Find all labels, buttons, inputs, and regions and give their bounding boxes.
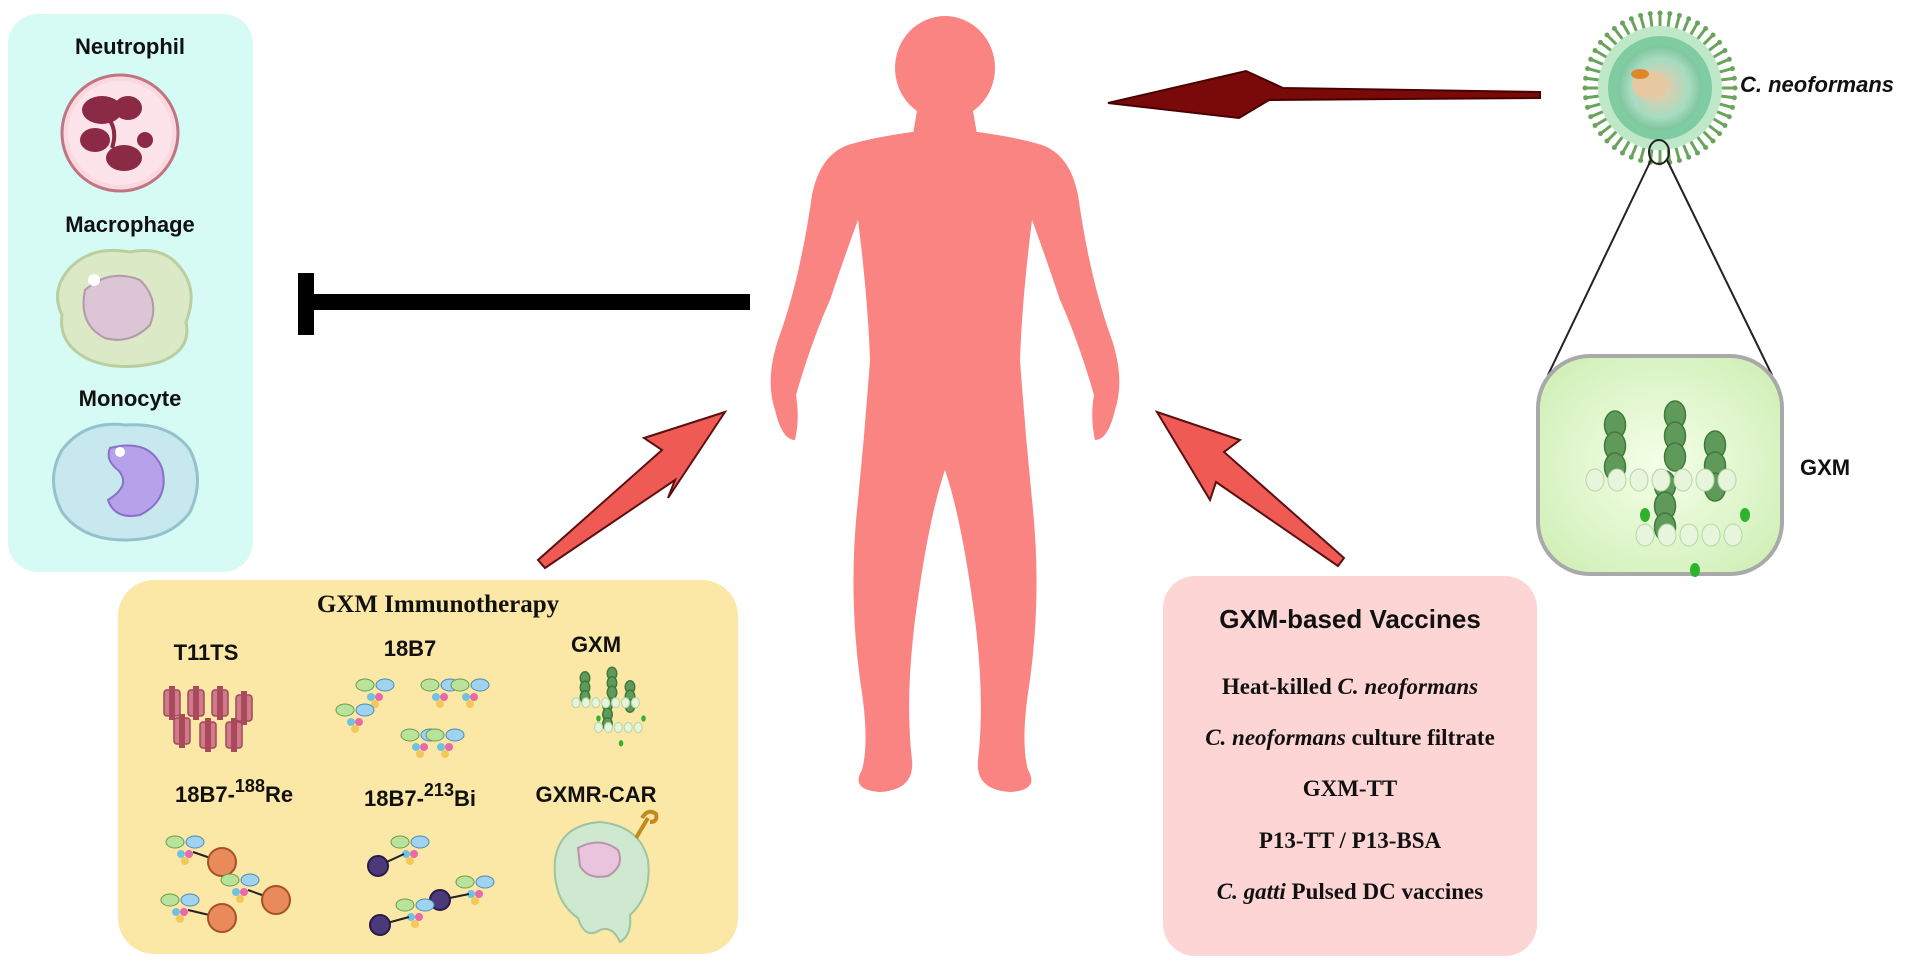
human-body-silhouette [770,16,1120,792]
immune-cells-panel: Neutrophil Macrophage Monocyte [8,14,253,572]
immunotherapy-arrow [536,410,728,570]
18b7-antibody-icon [335,678,490,758]
18b7-label: 18B7 [384,636,437,661]
gxm-zoom-box [1536,354,1784,577]
gxm-therapy-label: GXM [571,632,621,657]
gxm-molecule-icon [571,666,646,747]
vaccine-item: P13-TT / P13-BSA [1259,828,1442,853]
vaccine-arrow [1154,410,1346,568]
monocyte-label: Monocyte [79,386,182,411]
vaccine-item: Heat-killed C. neoformans [1222,674,1478,699]
vaccines-panel-bg [1163,576,1537,956]
18b7-bi-icon [367,835,495,936]
vaccine-item: C. neoformans culture filtrate [1205,725,1495,750]
gxmr-car-cell-icon [553,809,659,944]
inhibition-symbol [298,273,750,335]
immunotherapy-title: GXM Immunotherapy [317,591,560,618]
18b7-re-icon [160,835,291,933]
vaccine-item: C. gatti Pulsed DC vaccines [1217,879,1483,904]
c-neoformans-label: C. neoformans [1740,72,1894,97]
gxm-zoom-label: GXM [1800,455,1850,480]
18b7-bi-label: 18B7-213Bi [364,780,476,811]
c-neoformans-icon [1582,10,1738,166]
neutrophil-label: Neutrophil [75,34,185,59]
immunotherapy-panel: GXM Immunotherapy T11TS 18B7 GXM 18B7-18… [118,580,738,954]
vaccines-title: GXM-based Vaccines [1219,604,1481,634]
macrophage-label: Macrophage [65,212,195,237]
neutrophil-icon [60,73,180,193]
18b7-re-label: 18B7-188Re [175,776,293,807]
vaccine-item: GXM-TT [1303,776,1398,801]
t11ts-label: T11TS [174,640,239,665]
macrophage-icon [56,248,193,369]
t11ts-icon [163,686,253,752]
vaccines-panel: GXM-based Vaccines Heat-killed C. neofor… [1163,576,1537,956]
zoom-lines [1547,139,1773,376]
gxmr-car-label: GXMR-CAR [536,782,657,807]
infection-arrow [1107,69,1541,120]
monocyte-icon [52,422,199,542]
